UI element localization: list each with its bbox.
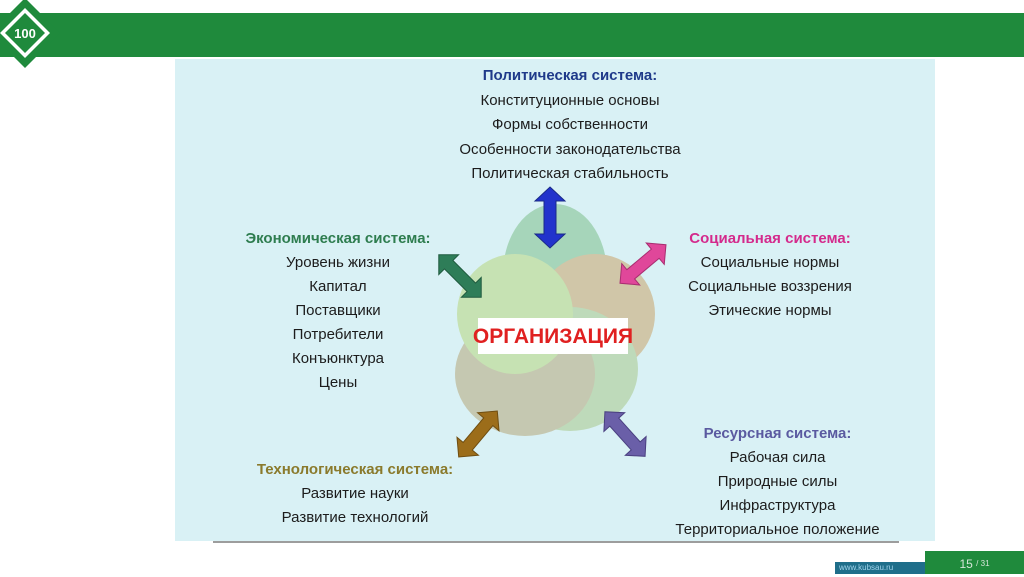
economic-item: Конъюнктура: [291, 350, 385, 367]
economic-item: Цены: [318, 374, 358, 391]
economic-item: Поставщики: [295, 302, 381, 319]
petal-left: [457, 254, 573, 374]
social-system-block: Социальная система: Социальные нормы Соц…: [660, 227, 880, 323]
arrow-economic: [438, 254, 482, 298]
economic-system-title: Экономическая система:: [245, 230, 431, 247]
center-label: ОРГАНИЗАЦИЯ: [473, 325, 633, 348]
technological-system-block: Технологическая система: Развитие науки …: [225, 458, 485, 530]
political-item: Формы собственности: [492, 116, 648, 133]
social-item: Этические нормы: [708, 302, 832, 319]
resource-item: Территориальное положение: [675, 521, 880, 538]
footer-divider: [213, 541, 899, 543]
arrow-resource: [603, 411, 647, 457]
resource-system-block: Ресурсная система: Рабочая сила Природны…: [655, 422, 900, 542]
social-item: Социальные воззрения: [688, 278, 852, 295]
economic-item: Капитал: [309, 278, 367, 295]
page-total: 31: [980, 559, 990, 568]
political-item: Политическая стабильность: [471, 165, 669, 182]
organization-environment-diagram: ОРГАНИЗАЦИЯ: [438, 186, 667, 458]
resource-item: Природные силы: [717, 473, 838, 490]
logo-text: 100: [14, 26, 36, 41]
arrow-political: [533, 186, 567, 249]
technological-item: Развитие науки: [301, 485, 409, 502]
economic-item: Уровень жизни: [286, 254, 390, 271]
center-label-box: [478, 318, 628, 354]
political-item: Конституционные основы: [480, 91, 660, 109]
political-item: Особенности законодательства: [459, 140, 681, 158]
economic-item: Потребители: [292, 326, 384, 343]
page-number: 15 / 31: [925, 551, 1024, 574]
political-system-block: Политическая система: Конституционные ос…: [420, 64, 720, 187]
resource-system-title: Ресурсная система:: [703, 425, 852, 442]
university-logo: 100: [0, 0, 60, 68]
top-header-bar: [0, 13, 1024, 57]
arrow-technological: [456, 410, 500, 458]
political-system-title: Политическая система:: [482, 67, 658, 84]
social-item: Социальные нормы: [700, 254, 840, 271]
footer-url[interactable]: www.kubsau.ru: [835, 562, 925, 574]
page-current: 15: [959, 557, 973, 571]
arrow-social: [619, 242, 667, 286]
economic-system-block: Экономическая система: Уровень жизни Кап…: [218, 227, 458, 395]
technological-item: Развитие технологий: [281, 509, 429, 526]
resource-item: Инфраструктура: [719, 497, 836, 514]
social-system-title: Социальная система:: [689, 230, 851, 247]
resource-item: Рабочая сила: [729, 449, 826, 466]
technological-system-title: Технологическая система:: [256, 461, 454, 478]
